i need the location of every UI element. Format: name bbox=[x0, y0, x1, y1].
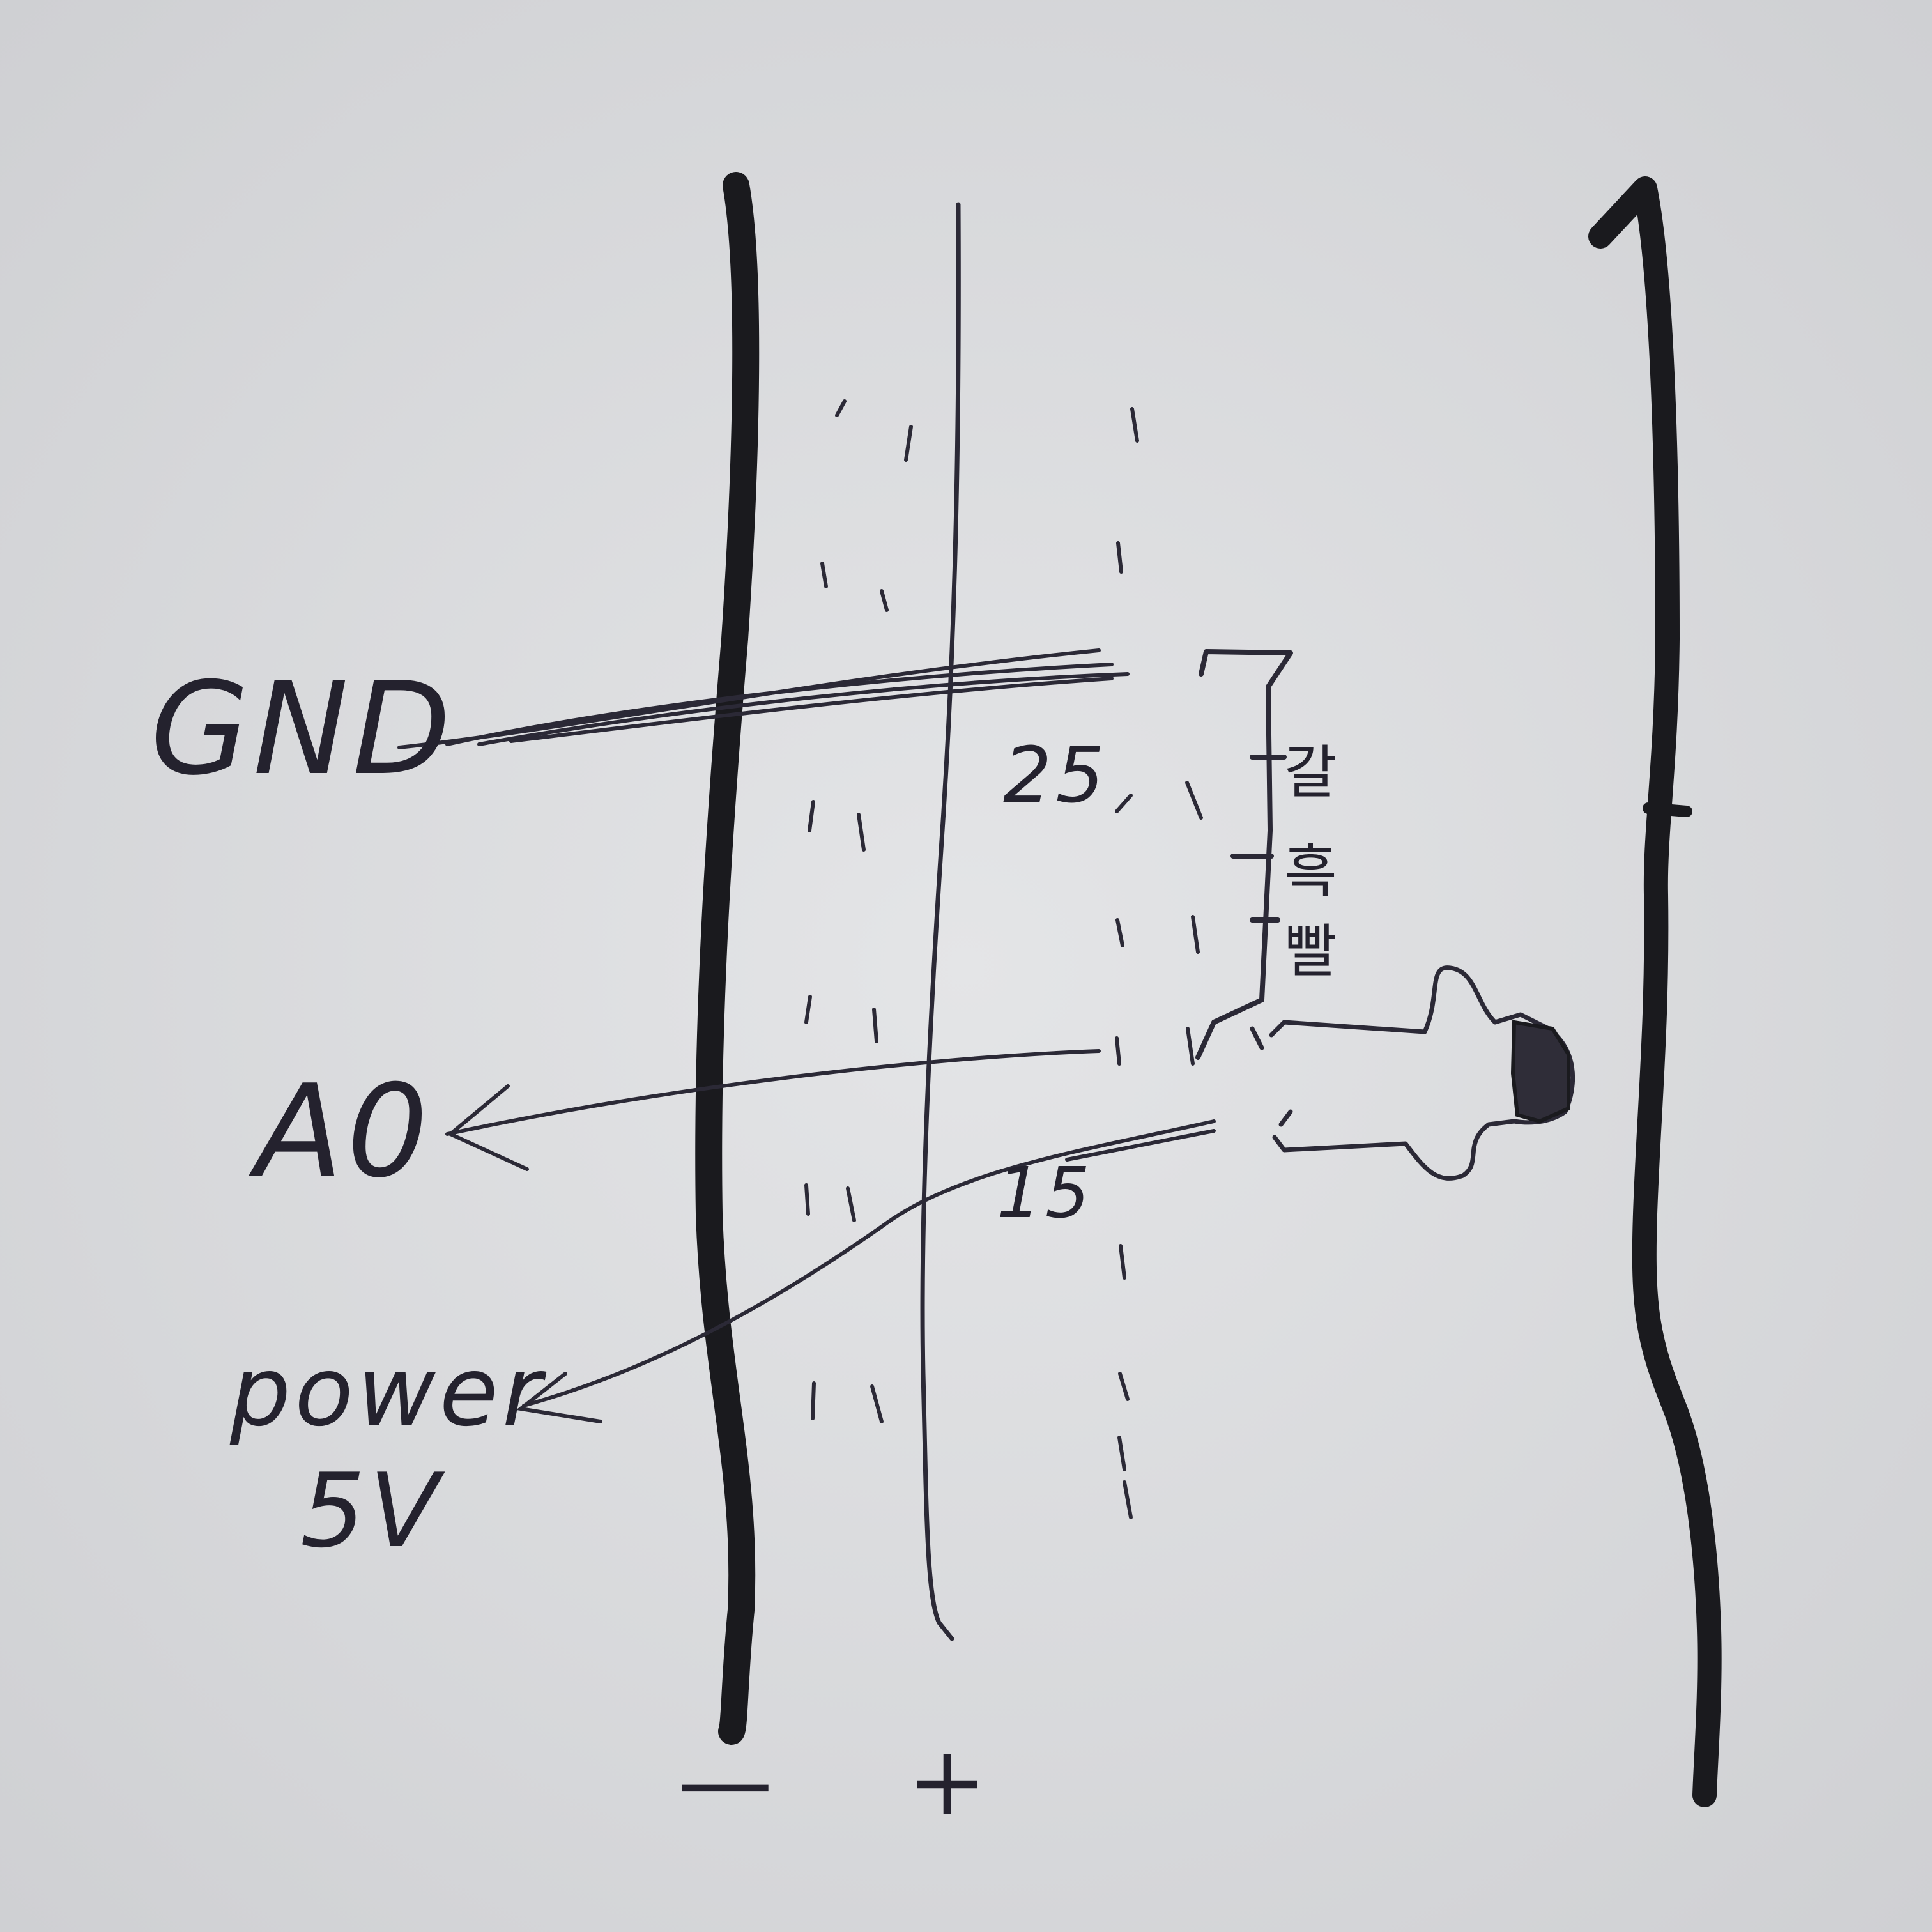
right-edge-notch bbox=[1643, 802, 1692, 817]
positive-rail-line bbox=[920, 202, 961, 1641]
power-wire bbox=[516, 1119, 1216, 1423]
resistor-band-3: 빨 bbox=[1284, 918, 1337, 985]
strip-hole-marks bbox=[1115, 407, 1203, 1519]
rail-hole-marks bbox=[804, 399, 913, 1423]
resistor-band-2: 흑 bbox=[1284, 838, 1337, 905]
a0-label: A0 bbox=[249, 1057, 432, 1206]
row-number-lower: 15 bbox=[997, 1152, 1094, 1234]
power-voltage-label: 5V bbox=[300, 1451, 445, 1570]
resistor-band-1: 갈 bbox=[1284, 739, 1337, 806]
a0-wire bbox=[445, 1049, 1101, 1171]
power-label: power bbox=[229, 1337, 547, 1448]
gnd-wire-bundle bbox=[397, 648, 1130, 749]
plus-rail-label: + bbox=[907, 1726, 988, 1837]
resistor bbox=[1195, 649, 1293, 1060]
right-edge-line bbox=[1588, 176, 1722, 1807]
sensor-shaded-head bbox=[1510, 1020, 1570, 1124]
row-number-upper: 25 bbox=[1003, 732, 1108, 820]
negative-rail-line bbox=[695, 172, 760, 1745]
minus-rail-label: — bbox=[677, 1726, 773, 1837]
gnd-label: GND bbox=[150, 655, 455, 804]
